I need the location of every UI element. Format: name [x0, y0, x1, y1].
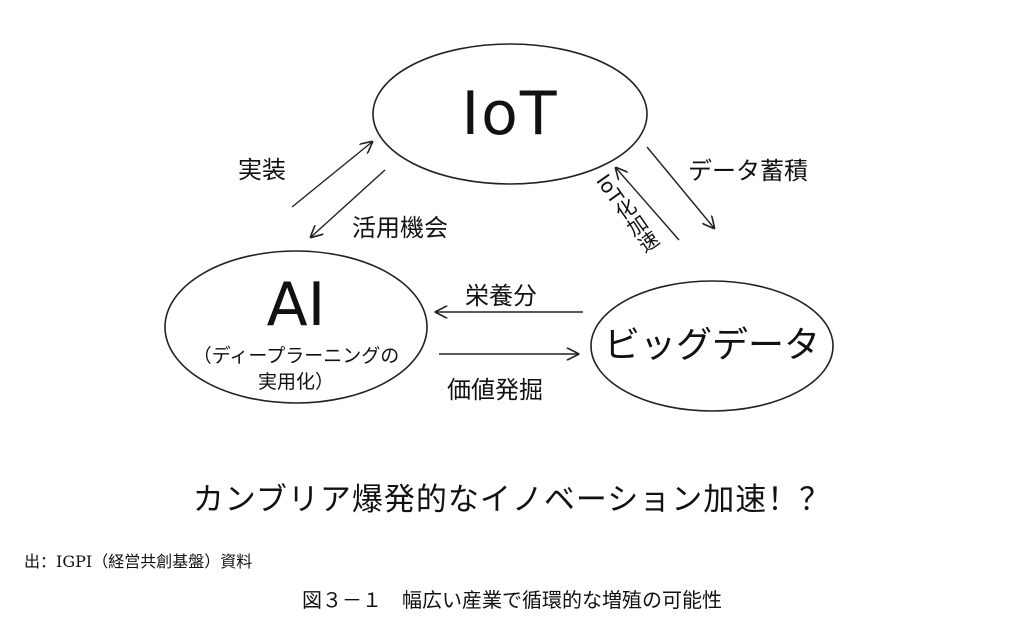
- edge-label-value-discovery: 価値発掘: [447, 376, 543, 404]
- edge-label-opportunity: 活用機会: [352, 214, 448, 242]
- source-note: 出：IGPI（経営共創基盤）資料: [24, 552, 253, 571]
- figure-caption: 図３－１ 幅広い産業で循環的な増殖の可能性: [302, 588, 722, 612]
- arrow-iot-to-ai: [311, 169, 386, 237]
- cycle-diagram: [164, 43, 834, 412]
- ai-node-ellipse: [164, 250, 428, 404]
- ai-node-sublabel-line1: （ディープラーニングの: [192, 345, 400, 367]
- edge-label-nutrition: 栄養分: [465, 282, 537, 310]
- ai-node-label: AI: [266, 270, 326, 340]
- edge-label-data-accumulation: データ蓄積: [688, 157, 808, 185]
- arrow-bigdata-to-iot: [616, 168, 680, 241]
- bigdata-node-label: ビッグデータ: [603, 325, 820, 366]
- headline: カンブリア爆発的なイノベーション加速！？: [192, 482, 832, 518]
- edge-label-implementation: 実装: [238, 156, 286, 184]
- arrow-iot-to-bigdata: [646, 146, 714, 228]
- bigdata-node-ellipse: [590, 280, 834, 412]
- iot-node-ellipse: [372, 43, 648, 185]
- ai-node-sublabel-line2: 実用化）: [257, 371, 334, 393]
- iot-node-label: IoT: [461, 79, 559, 149]
- arrow-ai-to-iot: [291, 142, 372, 208]
